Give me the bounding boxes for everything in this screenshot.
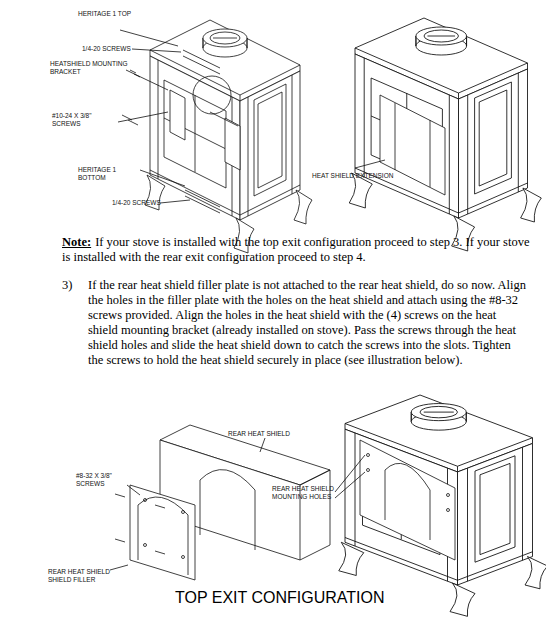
part-label: HEATSHIELD MOUNTING BRACKET <box>50 60 130 75</box>
part-label: HERITAGE 1 BOTTOM <box>78 166 144 181</box>
figure-caption: TOP EXIT CONFIGURATION <box>175 589 385 607</box>
step-number: 3) <box>62 278 86 293</box>
part-label: REAR HEAT SHIELD SHIELD FILLER <box>48 568 110 583</box>
part-label: #8-32 X 3/8" SCREWS <box>76 472 128 487</box>
part-label: REAR HEAT SHIELD MOUNTING HOLES <box>272 485 334 500</box>
part-label: #10-24 X 3/8" SCREWS <box>52 112 118 127</box>
note-heading: Note: <box>62 235 91 250</box>
part-label: 1/4-20 SCREWS <box>112 199 162 207</box>
part-label: REAR HEAT SHIELD <box>228 430 308 438</box>
note-text: If your stove is installed with the top … <box>62 235 532 265</box>
part-label: HEAT SHIELD EXTENSION <box>312 172 402 180</box>
part-label: HERITAGE 1 TOP <box>78 10 148 18</box>
part-label: 1/4-20 SCREWS <box>82 45 142 53</box>
step-text: If the rear heat shield filler plate is … <box>88 278 528 368</box>
